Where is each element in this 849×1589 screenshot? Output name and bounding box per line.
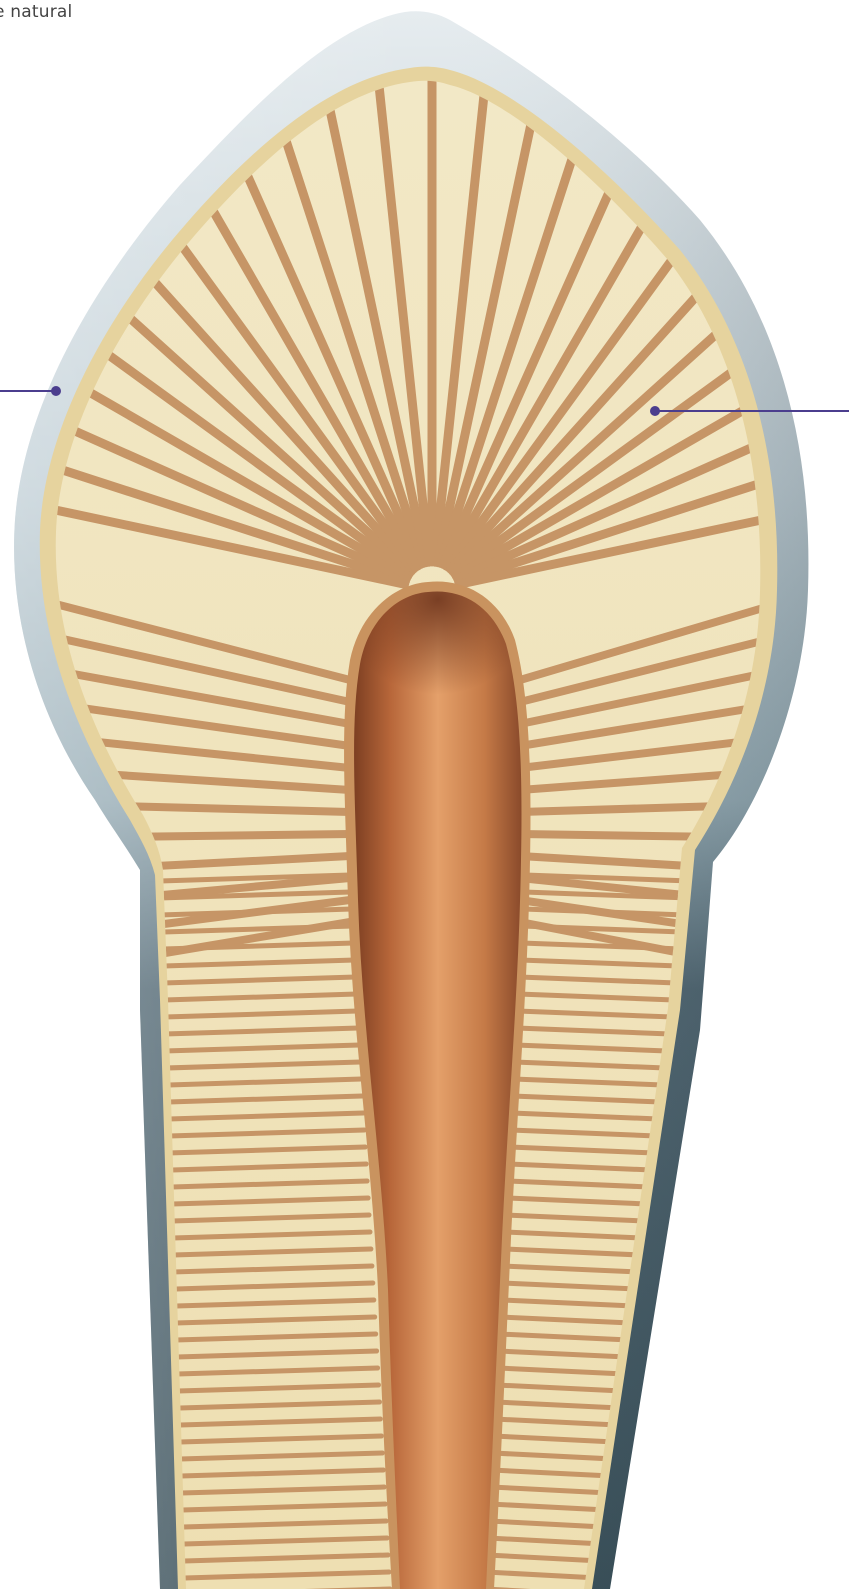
leader-marker-icon (650, 406, 660, 416)
leader-marker-icon (51, 386, 61, 396)
tubule-line (520, 834, 790, 838)
tubule-line (40, 834, 350, 838)
